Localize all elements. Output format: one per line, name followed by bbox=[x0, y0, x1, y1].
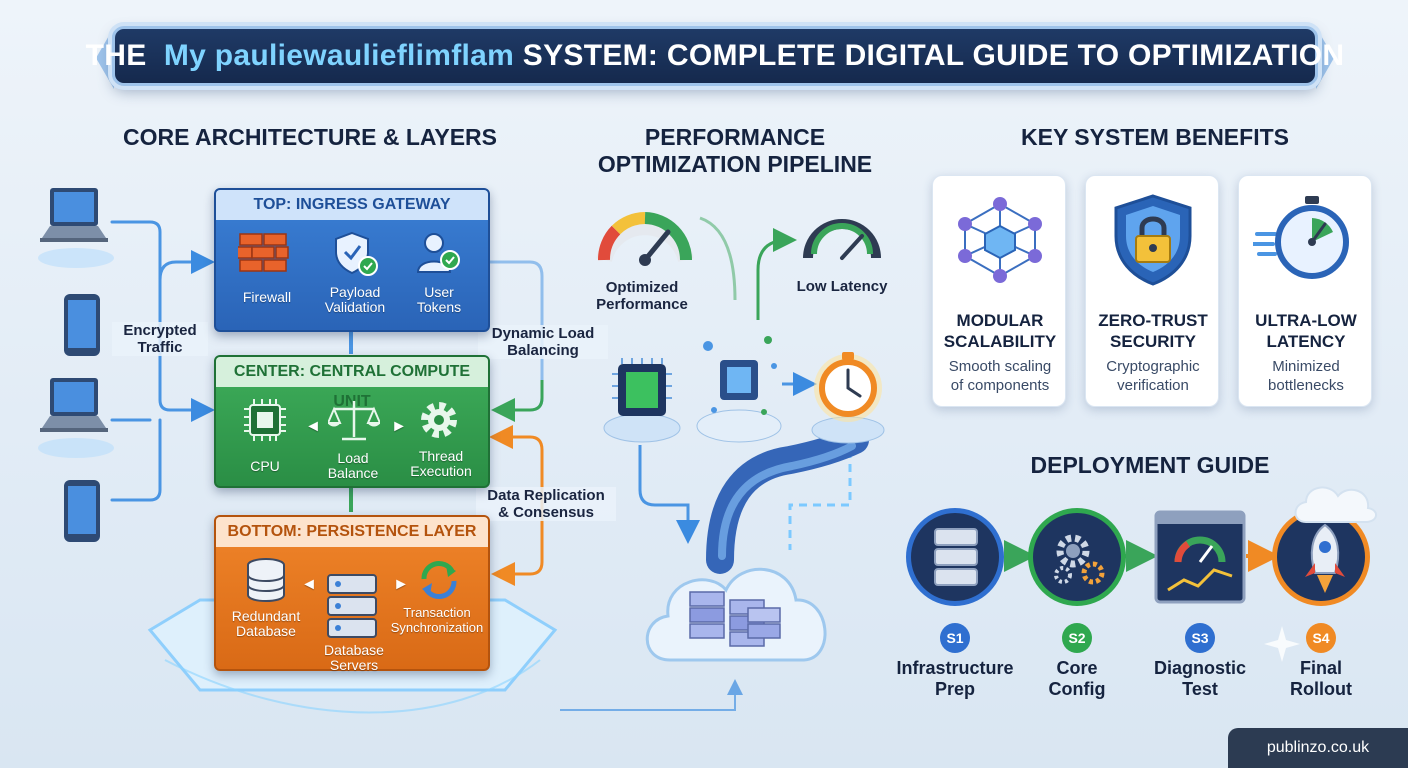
persistence-layer: BOTTOM: PERSISTENCE LAYER ◄ ► Redundant … bbox=[214, 515, 490, 673]
balance-scale-icon bbox=[326, 397, 382, 447]
footer-site-label[interactable]: publinzo.co.uk bbox=[1228, 728, 1408, 768]
server-stack-icon bbox=[931, 527, 981, 593]
layer-title: TOP: INGRESS GATEWAY bbox=[216, 190, 488, 220]
benefit-title: MODULAR SCALABILITY bbox=[943, 311, 1057, 351]
low-latency-label: Low Latency bbox=[796, 278, 888, 295]
speedometer-icon bbox=[594, 200, 694, 270]
server-stack-icon bbox=[322, 573, 382, 647]
title-banner: THE My pauliewaulieflimflam SYSTEM: COMP… bbox=[86, 26, 1344, 86]
chip-platform-icon bbox=[600, 350, 684, 454]
arrow-right-icon: ► bbox=[393, 576, 409, 593]
benefit-desc: Minimized bottlenecks bbox=[1268, 358, 1344, 394]
encrypted-traffic-label: Encrypted Traffic bbox=[112, 322, 208, 356]
redundant-database-label: Redundant Database bbox=[231, 608, 301, 639]
sync-icon bbox=[416, 557, 462, 607]
architecture-heading: CORE ARCHITECTURE & LAYERS bbox=[123, 124, 497, 150]
step-3-badge: S3 bbox=[1185, 623, 1215, 653]
shield-check-icon bbox=[332, 230, 380, 282]
title-highlight: My pauliewaulieflimflam bbox=[163, 39, 515, 72]
step-1-label: Infrastructure Prep bbox=[896, 658, 1014, 699]
cpu-label: CPU bbox=[250, 458, 280, 474]
benefit-card-scalability: MODULAR SCALABILITY Smooth scaling of co… bbox=[932, 175, 1066, 407]
benefit-title: ZERO-TRUST SECURITY bbox=[1098, 311, 1208, 351]
phone-icon bbox=[62, 478, 104, 550]
benefit-desc: Cryptographic verification bbox=[1106, 358, 1200, 394]
benefit-card-latency: ULTRA-LOW LATENCY Minimized bottlenecks bbox=[1238, 175, 1372, 407]
central-compute-layer: CENTER: CENTRAL COMPUTE UNIT ◄ ► CPU Loa… bbox=[214, 355, 490, 488]
firewall-label: Firewall bbox=[242, 289, 292, 305]
load-balance-label: Load Balance bbox=[327, 450, 379, 481]
transaction-sync-label: Transaction Synchronization bbox=[390, 605, 484, 635]
thread-execution-label: Thread Execution bbox=[410, 448, 472, 479]
dynamic-load-label: Dynamic Load Balancing bbox=[478, 325, 608, 359]
gears-icon bbox=[1049, 529, 1109, 593]
diagnostic-monitor-icon bbox=[1154, 510, 1246, 608]
pipeline-heading: PERFORMANCE OPTIMIZATION PIPELINE bbox=[597, 124, 873, 177]
payload-validation-label: Payload Validation bbox=[324, 284, 386, 315]
step-4-badge: S4 bbox=[1306, 623, 1336, 653]
layer-title: CENTER: CENTRAL COMPUTE UNIT bbox=[216, 357, 488, 410]
database-servers-label: Database Servers bbox=[324, 642, 384, 673]
benefit-desc: Smooth scaling of components bbox=[948, 358, 1052, 394]
step-3-label: Diagnostic Test bbox=[1153, 658, 1246, 699]
arrow-left-icon: ◄ bbox=[305, 418, 321, 435]
step-4-label: Final Rollout bbox=[1290, 658, 1352, 699]
cpu-icon bbox=[242, 397, 288, 447]
layer-title: BOTTOM: PERSISTENCE LAYER bbox=[216, 517, 488, 547]
step-2-label: Core Config bbox=[1048, 658, 1106, 699]
benefits-heading: KEY SYSTEM BENEFITS bbox=[1021, 124, 1289, 150]
title-suffix: SYSTEM: COMPLETE DIGITAL GUIDE TO OPTIMI… bbox=[522, 39, 1345, 72]
data-replication-label: Data Replication & Consensus bbox=[476, 487, 616, 521]
cloud-servers-icon bbox=[640, 540, 840, 674]
deployment-heading: DEPLOYMENT GUIDE bbox=[1030, 452, 1270, 478]
stopwatch-icon bbox=[1251, 194, 1357, 288]
user-tokens-label: User Tokens bbox=[416, 284, 462, 315]
shield-lock-icon bbox=[1108, 192, 1198, 292]
title-prefix: THE bbox=[85, 39, 147, 72]
gear-icon bbox=[416, 397, 462, 447]
benefit-card-security: ZERO-TRUST SECURITY Cryptographic verifi… bbox=[1085, 175, 1219, 407]
step-1-circle bbox=[906, 508, 1004, 606]
rocket-icon bbox=[1295, 519, 1355, 603]
stopwatch-icon bbox=[808, 350, 888, 450]
processor-platform-icon bbox=[694, 326, 784, 450]
step-1-badge: S1 bbox=[940, 623, 970, 653]
arrow-left-icon: ◄ bbox=[301, 576, 317, 593]
arrow-right-icon: ► bbox=[391, 418, 407, 435]
network-cube-icon bbox=[955, 194, 1045, 288]
benefit-title: ULTRA-LOW LATENCY bbox=[1255, 311, 1357, 351]
database-icon bbox=[244, 557, 288, 607]
ingress-gateway-layer: TOP: INGRESS GATEWAY Firewall Payload Va… bbox=[214, 188, 490, 332]
phone-icon bbox=[62, 292, 104, 364]
step-2-circle bbox=[1028, 508, 1126, 606]
cloud-icon bbox=[1290, 476, 1380, 530]
firewall-icon bbox=[229, 230, 290, 280]
laptop-icon bbox=[36, 372, 120, 466]
laptop-icon bbox=[36, 182, 120, 276]
step-2-badge: S2 bbox=[1062, 623, 1092, 653]
optimized-performance-label: Optimized Performance bbox=[596, 279, 688, 313]
speedometer-icon bbox=[800, 204, 884, 268]
user-check-icon bbox=[414, 230, 462, 282]
sparkle-icon bbox=[1262, 624, 1302, 668]
